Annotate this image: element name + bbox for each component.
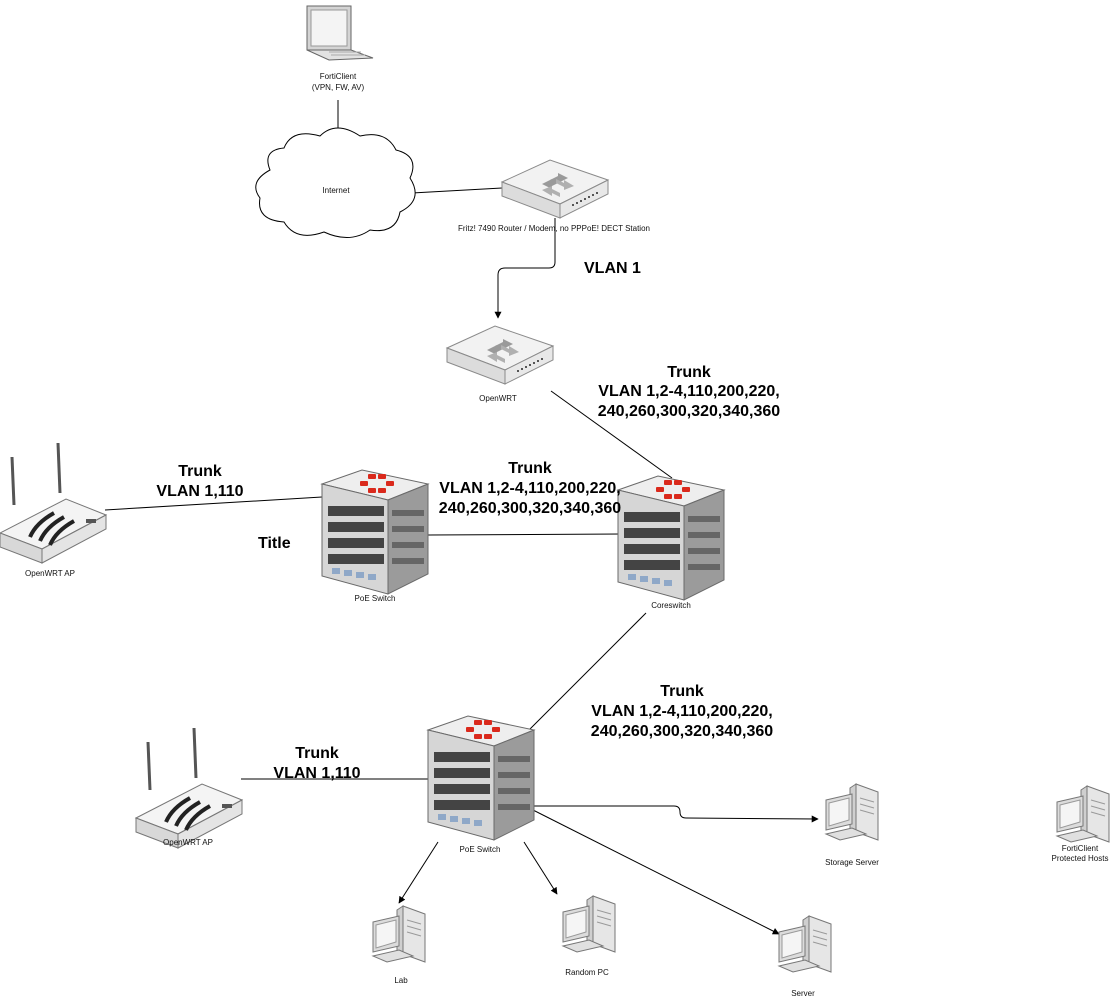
openwrt-ap-bottom-icon	[134, 726, 244, 850]
openwrt-core-vlan-line2: 240,260,300,320,340,360	[598, 403, 781, 420]
poe-switch-top-label: PoE Switch	[355, 594, 396, 603]
coreswitch-label: Coreswitch	[651, 601, 691, 610]
storage-server-icon	[825, 783, 879, 841]
random-pc-icon	[562, 895, 616, 953]
server-label: Server	[791, 989, 815, 998]
random-pc-label: Random PC	[565, 968, 609, 977]
laptop-icon	[306, 5, 374, 61]
core-poe-bottom-vlan-line2: 240,260,300,320,340,360	[591, 723, 774, 740]
link-poe-bottom-server	[532, 809, 780, 935]
storage-server-label: Storage Server	[825, 858, 879, 867]
forticlient-hosts-label-line2: Protected Hosts	[1052, 854, 1109, 863]
forticlient-hosts-icon	[1056, 785, 1110, 843]
internet-label: Internet	[322, 186, 350, 195]
poe-switch-top-icon	[321, 469, 429, 595]
ap-poe-bottom-trunk-label: Trunk	[295, 745, 339, 762]
fritz-router-icon	[501, 159, 609, 219]
core-poe-bottom-trunk-label: Trunk	[660, 683, 704, 700]
lab-pc-icon	[372, 905, 426, 963]
poe-core-vlan-line1: VLAN 1,2-4,110,200,220,	[439, 480, 620, 497]
ap-poe-top-trunk-label: Trunk	[178, 463, 222, 480]
poe-switch-bottom-icon	[427, 715, 535, 841]
router-openwrt-vlan-label: VLAN 1	[584, 260, 641, 277]
coreswitch-icon	[617, 475, 725, 601]
forticlient-laptop-label-line1: FortiClient	[320, 72, 357, 81]
ap-poe-bottom-vlan-label: VLAN 1,110	[273, 765, 360, 782]
link-poe-top-core	[427, 533, 623, 536]
link-poe-bottom-lab	[398, 841, 439, 904]
link-poe-bottom-storage	[533, 805, 819, 823]
openwrt-ap-bottom-label: OpenWRT AP	[163, 838, 213, 847]
internet-cloud-icon	[255, 127, 416, 238]
link-core-poe-bottom	[528, 612, 647, 731]
openwrt-ap-top-icon	[0, 441, 108, 565]
link-router-openwrt	[494, 218, 556, 319]
diagram-title: Title	[258, 535, 291, 552]
openwrt-core-vlan-line1: VLAN 1,2-4,110,200,220,	[598, 383, 779, 400]
poe-switch-bottom-label: PoE Switch	[460, 845, 501, 854]
core-poe-bottom-vlan-line1: VLAN 1,2-4,110,200,220,	[591, 703, 772, 720]
link-poe-bottom-random-pc	[523, 841, 558, 895]
openwrt-router-icon	[446, 325, 554, 385]
poe-core-vlan-line2: 240,260,300,320,340,360	[439, 500, 622, 517]
poe-core-trunk-label: Trunk	[508, 460, 552, 477]
server-icon	[778, 915, 832, 973]
lab-label: Lab	[394, 976, 408, 985]
openwrt-core-trunk-label: Trunk	[667, 364, 711, 381]
link-ap-top-poe-top	[104, 496, 323, 511]
openwrt-label: OpenWRT	[479, 394, 517, 403]
openwrt-ap-top-label: OpenWRT AP	[25, 569, 75, 578]
ap-poe-top-vlan-label: VLAN 1,110	[156, 483, 243, 500]
link-internet-router	[411, 187, 503, 194]
forticlient-laptop-label-line2: (VPN, FW, AV)	[312, 83, 365, 92]
forticlient-hosts-label-line1: FortiClient	[1062, 844, 1099, 853]
link-openwrt-core	[550, 390, 673, 479]
fritz-router-label: Fritz! 7490 Router / Modem, no PPPoE! DE…	[458, 224, 650, 233]
